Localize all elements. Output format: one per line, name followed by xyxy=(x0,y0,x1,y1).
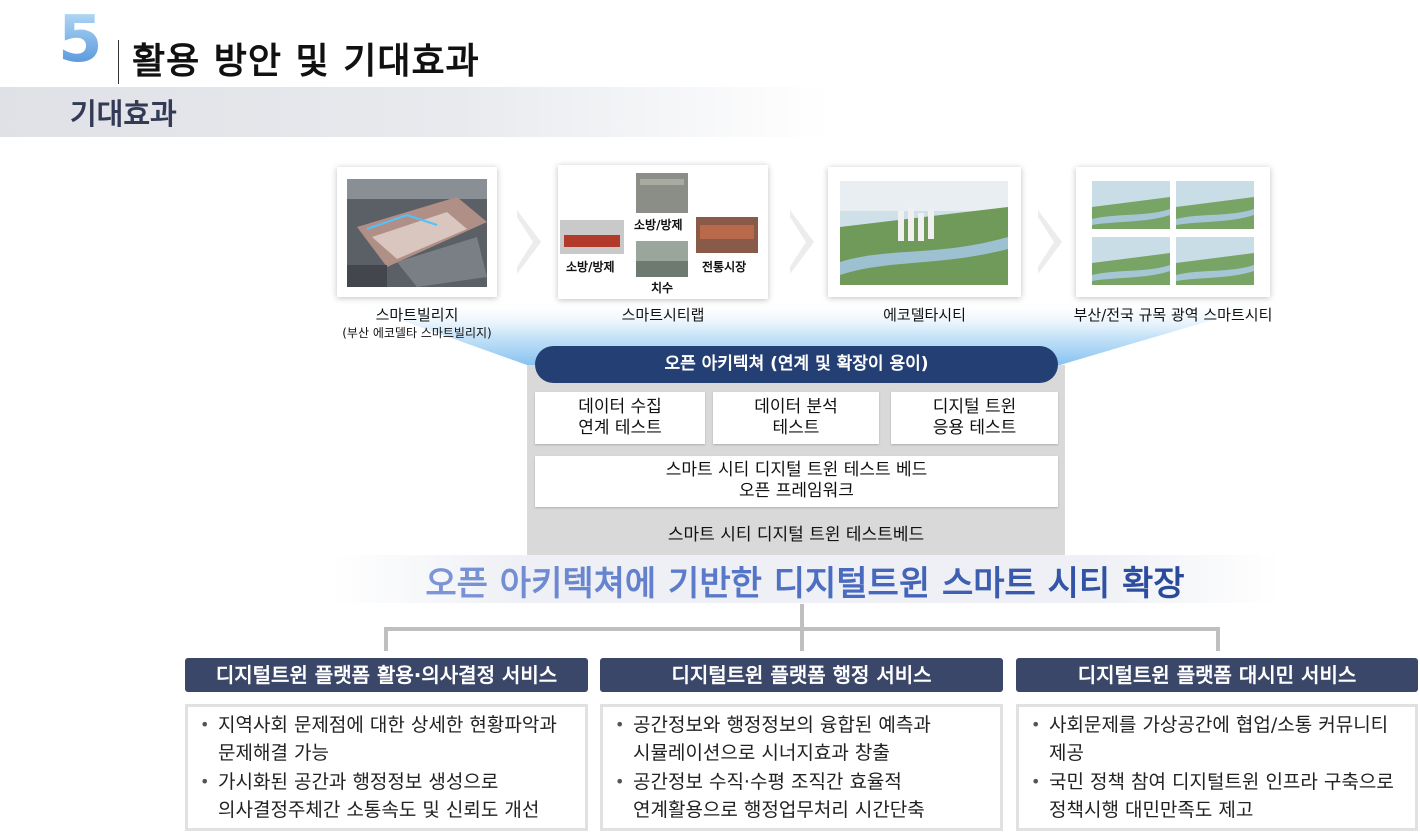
service-title-admin: 디지털트윈 플랫폼 행정 서비스 xyxy=(600,658,1003,692)
service-title-decision: 디지털트윈 플랫폼 활용·의사결정 서비스 xyxy=(185,658,588,692)
module-data-collection: 데이터 수집 연계 테스트 xyxy=(535,392,705,444)
module-data-analysis: 데이터 분석 테스트 xyxy=(713,392,879,444)
service-box-admin: 공간정보와 행정정보의 융합된 예측과 시뮬레이션으로 시너지효과 창출 공간정… xyxy=(600,704,1003,831)
framework-line2: 오픈 프레임워크 xyxy=(739,481,854,501)
module-line1: 디지털 트윈 xyxy=(932,397,1017,417)
stage2-label-left: 소방/방제 xyxy=(566,260,615,274)
tree-bar xyxy=(384,627,1220,631)
module-line2: 응용 테스트 xyxy=(932,418,1017,438)
list-item: 국민 정책 참여 디지털트윈 인프라 구축으로 정책시행 대민만족도 제고 xyxy=(1029,768,1405,824)
stage2-label-top: 소방/방제 xyxy=(634,218,683,232)
list-item: 사회문제를 가상공간에 협업/소통 커뮤니티 제공 xyxy=(1029,711,1405,767)
bullet-line: 의사결정주체간 소통속도 및 신뢰도 개선 xyxy=(218,799,540,821)
list-item: 지역사회 문제점에 대한 상세한 현황파악과 문제해결 가능 xyxy=(198,711,575,767)
bullet-line: 지역사회 문제점에 대한 상세한 현황파악과 xyxy=(218,714,557,736)
smart-village-panel xyxy=(337,167,497,297)
bullet-list: 공간정보와 행정정보의 융합된 예측과 시뮬레이션으로 시너지효과 창출 공간정… xyxy=(613,711,990,824)
bullet-line: 문제해결 가능 xyxy=(218,742,329,764)
smart-city-lab-collage xyxy=(560,173,758,277)
bullet-line: 시뮬레이션으로 시너지효과 창출 xyxy=(633,742,890,764)
module-digital-twin-app: 디지털 트윈 응용 테스트 xyxy=(891,392,1058,444)
eco-delta-city-panel xyxy=(828,167,1021,297)
list-item: 가시화된 공간과 행정정보 생성으로 의사결정주체간 소통속도 및 신뢰도 개선 xyxy=(198,768,575,824)
bullet-list: 사회문제를 가상공간에 협업/소통 커뮤니티 제공 국민 정책 참여 디지털트윈… xyxy=(1029,711,1405,824)
list-item: 공간정보와 행정정보의 융합된 예측과 시뮬레이션으로 시너지효과 창출 xyxy=(613,711,990,767)
tree-drop-left xyxy=(384,627,388,651)
stage3-caption: 에코델타시티 xyxy=(883,306,966,324)
open-framework-box: 스마트 시티 디지털 트윈 테스트 베드 오픈 프레임워크 xyxy=(535,456,1058,507)
smart-village-image xyxy=(347,179,487,287)
bullet-line: 공간정보와 행정정보의 융합된 예측과 xyxy=(633,714,931,736)
tree-drop-right xyxy=(1216,627,1220,651)
bullet-line: 제공 xyxy=(1049,742,1084,764)
bullet-line: 국민 정책 참여 디지털트윈 인프라 구축으로 xyxy=(1049,771,1394,793)
service-title-citizen: 디지털트윈 플랫폼 대시민 서비스 xyxy=(1016,658,1418,692)
subtitle-band xyxy=(0,87,830,137)
framework-line1: 스마트 시티 디지털 트윈 테스트 베드 xyxy=(665,460,928,480)
main-banner: 오픈 아키텍쳐에 기반한 디지털트윈 스마트 시티 확장 xyxy=(330,556,1280,605)
module-line1: 데이터 분석 xyxy=(754,397,838,417)
arrow-chevron-icon xyxy=(1036,210,1062,274)
arrow-chevron-icon xyxy=(788,210,814,274)
section-number: 5 xyxy=(58,3,103,77)
bullet-list: 지역사회 문제점에 대한 상세한 현황파악과 문제해결 가능 가시화된 공간과 … xyxy=(198,711,575,824)
bullet-line: 정책시행 대민만족도 제고 xyxy=(1049,799,1254,821)
eco-delta-city-image xyxy=(840,181,1008,285)
stage2-label-bottom: 치수 xyxy=(651,281,674,295)
stage2-label-right: 전통시장 xyxy=(702,260,747,274)
testbed-label: 스마트 시티 디지털 트윈 테스트베드 xyxy=(667,525,925,545)
metro-smart-city-panel xyxy=(1076,167,1270,297)
module-line2: 테스트 xyxy=(772,418,820,438)
stage2-caption: 스마트시티랩 xyxy=(621,306,705,324)
arrow-chevron-icon xyxy=(515,210,541,274)
bullet-line: 가시화된 공간과 행정정보 생성으로 xyxy=(218,771,499,793)
metro-smart-city-image xyxy=(1092,181,1254,285)
stage1-subcaption: (부산 에코델타 스마트빌리지) xyxy=(342,326,492,340)
bullet-line: 연계활용으로 행정업무처리 시간단축 xyxy=(633,799,925,821)
subtitle: 기대효과 xyxy=(70,97,177,131)
service-box-decision: 지역사회 문제점에 대한 상세한 현황파악과 문제해결 가능 가시화된 공간과 … xyxy=(185,704,588,831)
module-line1: 데이터 수집 xyxy=(578,397,662,417)
stage1-caption: 스마트빌리지 xyxy=(375,306,459,324)
module-line2: 연계 테스트 xyxy=(578,418,662,438)
stage4-caption: 부산/전국 규목 광역 스마트시티 xyxy=(1073,306,1273,324)
title-divider xyxy=(118,40,119,84)
smart-city-lab-panel xyxy=(558,165,768,299)
banner-background xyxy=(330,555,1280,603)
section-title: 활용 방안 및 기대효과 xyxy=(132,41,480,82)
list-item: 공간정보 수직·수평 조직간 효율적 연계활용으로 행정업무처리 시간단축 xyxy=(613,768,990,824)
open-architecture-title: 오픈 아키텍쳐 (연계 및 확장이 용이) xyxy=(535,346,1058,383)
bullet-line: 공간정보 수직·수평 조직간 효율적 xyxy=(633,771,902,793)
bullet-line: 사회문제를 가상공간에 협업/소통 커뮤니티 xyxy=(1049,714,1389,736)
service-box-citizen: 사회문제를 가상공간에 협업/소통 커뮤니티 제공 국민 정책 참여 디지털트윈… xyxy=(1016,704,1418,831)
